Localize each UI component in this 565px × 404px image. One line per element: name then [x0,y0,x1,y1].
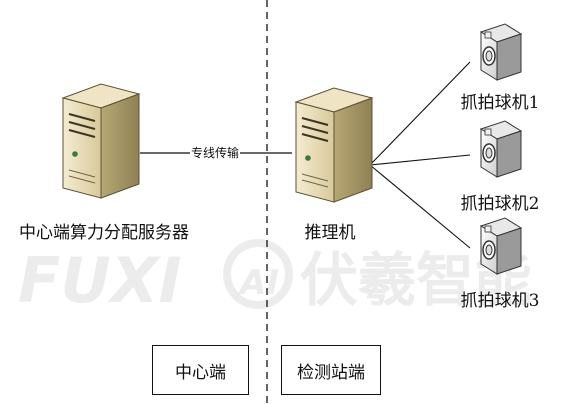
zone-center-box: 中心端 [152,345,249,395]
inference-server-icon [295,87,373,203]
watermark-logo: AI [237,263,279,303]
camera-label-3: 抓拍球机3 [461,291,540,311]
link-camera-3 [369,164,471,249]
camera-label-1: 抓拍球机1 [461,93,540,113]
inference-label: 推理机 [305,223,356,243]
camera-icon-1 [480,23,522,81]
center-server-icon [62,83,140,199]
camera-icon-3 [480,217,522,275]
link-camera-2 [369,154,471,166]
watermark: FUXI AI 伏羲智能 [18,239,532,317]
center-server-label: 中心端算力分配服务器 [19,223,189,243]
zone-station-box: 检测站端 [281,345,381,395]
link-label: 专线传输 [191,145,239,160]
zone-station-label: 检测站端 [297,362,365,383]
camera-icon-2 [480,120,522,178]
camera-label-2: 抓拍球机2 [461,194,540,214]
watermark-latin: FUXI [18,244,182,317]
zone-center-label: 中心端 [175,362,226,383]
link-camera-1 [369,61,471,166]
